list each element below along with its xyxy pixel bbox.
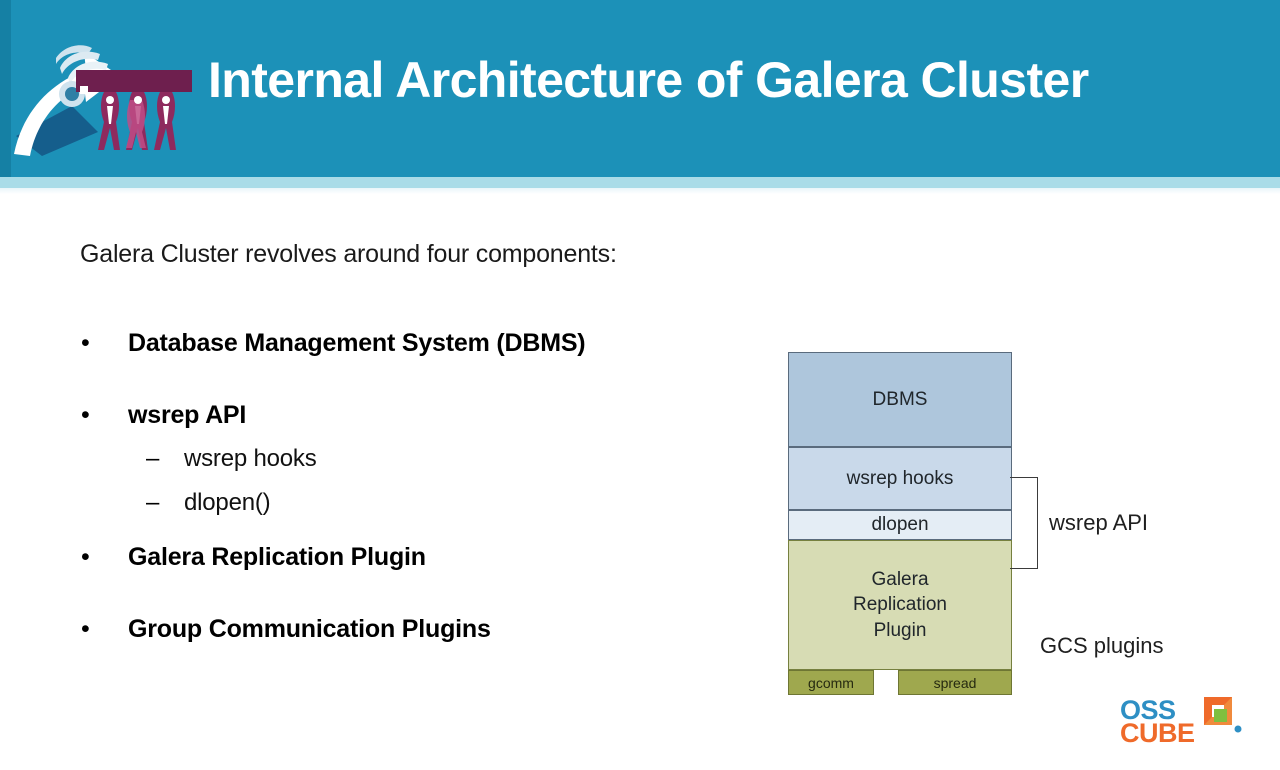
sub-bullet-item-wsrep-hooks: – wsrep hooks [146, 444, 758, 474]
intro-text: Galera Cluster revolves around four comp… [80, 240, 617, 268]
diagram-layer-wsrep-hooks: wsrep hooks [788, 447, 1012, 510]
bullet-item-wsrep-api: • wsrep API [78, 400, 758, 430]
wsrep-api-bracket [1010, 477, 1038, 569]
bullet-marker-icon: • [81, 401, 90, 429]
osscube-logo: OSS CUBE [1120, 697, 1250, 749]
bullet-label: Database Management System (DBMS) [128, 329, 586, 357]
diagram-layer-label-line2: Replication [853, 594, 947, 616]
osscube-cube-icon [1204, 697, 1242, 733]
bullet-label: Galera Replication Plugin [128, 543, 426, 571]
diagram-layer-dlopen: dlopen [788, 510, 1012, 540]
diagram-layer-label-line1: Galera [871, 569, 929, 591]
diagram-layer-galera-replication-plugin: Galera Replication Plugin [788, 540, 1012, 670]
bullet-marker-icon: • [81, 615, 90, 643]
sub-bullet-list: – wsrep hooks – dlopen() [78, 444, 758, 518]
sub-bullet-label: wsrep hooks [184, 445, 317, 472]
diagram-layer-label: wsrep hooks [846, 467, 954, 489]
bullet-item-group-communication-plugins: • Group Communication Plugins [78, 614, 758, 644]
bullet-label: wsrep API [128, 401, 247, 429]
diagram-box-spread: spread [898, 670, 1012, 695]
annotation-wsrep-api: wsrep API [1049, 510, 1149, 535]
slide-header: Internal Architecture of Galera Cluster [0, 0, 1280, 177]
bullet-group-dbms: • Database Management System (DBMS) [78, 328, 758, 358]
header-accent-stripe [0, 177, 1280, 188]
sub-bullet-label: dlopen() [184, 489, 271, 516]
bullet-item-dbms: • Database Management System (DBMS) [78, 328, 758, 358]
bullet-item-galera-replication-plugin: • Galera Replication Plugin [78, 542, 758, 572]
osscube-logo-line2: CUBE [1120, 718, 1195, 748]
dash-marker-icon: – [146, 489, 160, 516]
diagram-box-label: gcomm [808, 674, 854, 691]
header-stripe-fade [0, 188, 1280, 194]
header-left-accent-band [0, 0, 11, 177]
sub-bullet-item-dlopen: – dlopen() [146, 488, 758, 518]
page-title: Internal Architecture of Galera Cluster [208, 52, 1089, 108]
bullet-label: Group Communication Plugins [128, 615, 491, 643]
component-bullet-list: • Database Management System (DBMS) • ws… [78, 328, 758, 668]
bullet-marker-icon: • [81, 543, 90, 571]
annotation-gcs-plugins: GCS plugins [1040, 633, 1164, 658]
bullet-marker-icon: • [81, 329, 90, 357]
diagram-box-label: spread [933, 674, 977, 691]
diagram-layer-label: dlopen [871, 514, 929, 535]
diagram-layer-label-line3: Plugin [873, 619, 927, 641]
diagram-gcs-row: gcomm spread [788, 670, 1012, 695]
bullet-group-group-communication-plugins: • Group Communication Plugins [78, 614, 758, 644]
galera-team-logo [14, 28, 194, 158]
bullet-group-wsrep-api: • wsrep API – wsrep hooks – dlopen() [78, 400, 758, 518]
osscube-logo-line1: OSS [1120, 695, 1176, 725]
bullet-group-galera-replication-plugin: • Galera Replication Plugin [78, 542, 758, 572]
architecture-diagram: DBMS wsrep hooks dlopen Galera Replicati… [788, 352, 1012, 695]
diagram-layer-dbms: DBMS [788, 352, 1012, 447]
diagram-layer-label: DBMS [872, 388, 928, 410]
diagram-box-gcomm: gcomm [788, 670, 874, 695]
dash-marker-icon: – [146, 445, 160, 472]
